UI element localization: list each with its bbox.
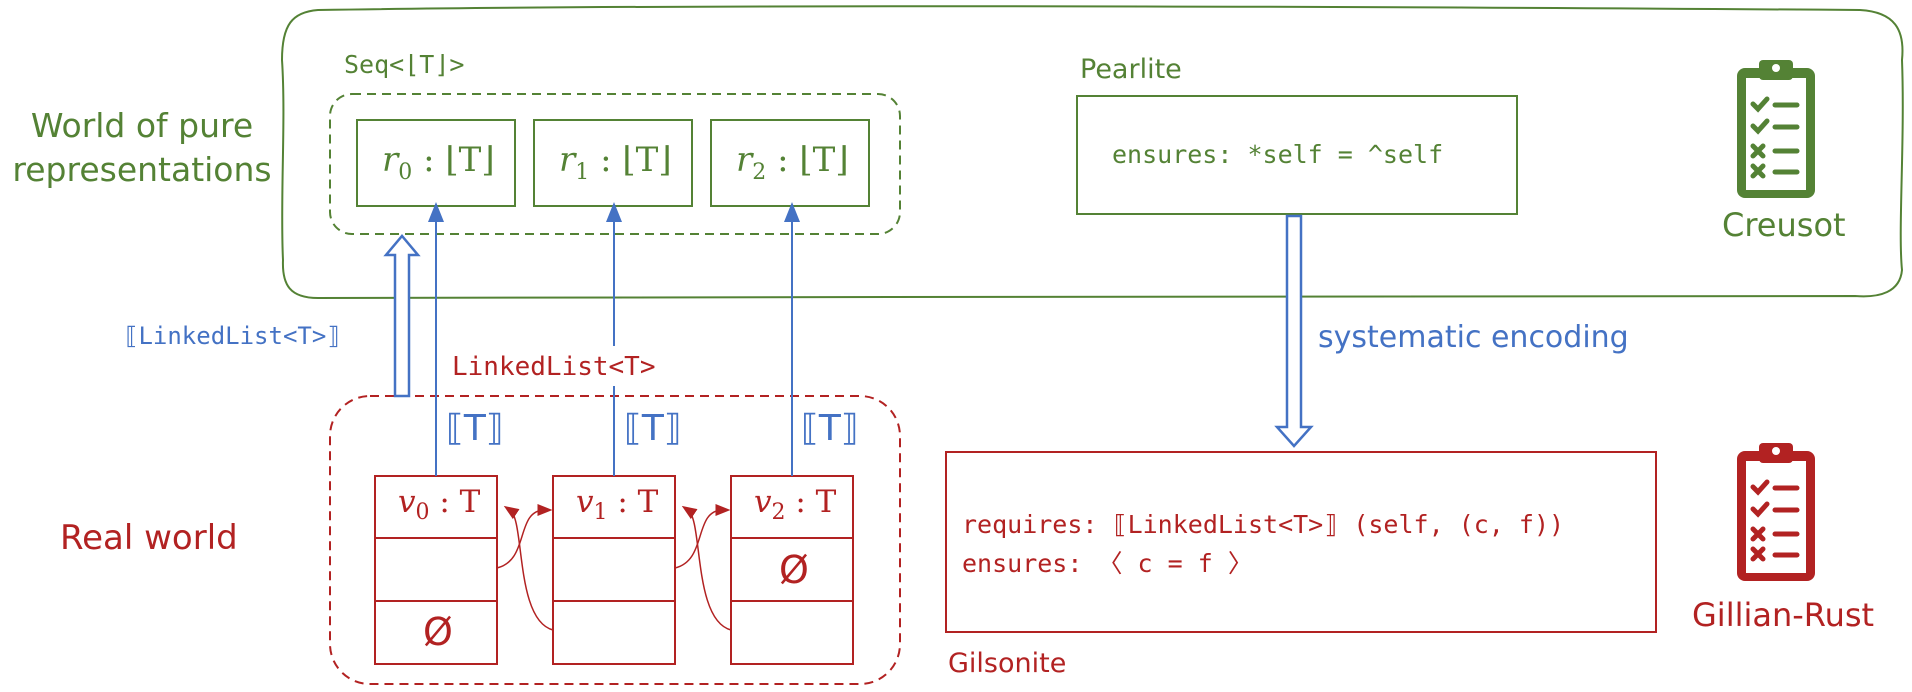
creusot-label: Creusot: [1722, 206, 1846, 244]
node-type: T: [637, 484, 659, 520]
pearlite-spec: ensures: *self = ^self: [1112, 140, 1444, 169]
rep-type: ⌊T⌋: [799, 140, 849, 180]
node-index: 2: [771, 500, 786, 526]
value-to-rep-arrows: [428, 202, 800, 476]
rep-index: 0: [398, 159, 413, 185]
clipboard-checklist-icon: [1737, 60, 1815, 198]
node-type: T: [459, 484, 481, 520]
rep-index: 2: [752, 159, 767, 185]
linkedlist-interp-label: ⟦LinkedList<T>⟧: [124, 322, 341, 350]
interp-label-0: ⟦T⟧: [446, 408, 504, 449]
interp-label-2: ⟦T⟧: [801, 408, 859, 449]
seq-label: Seq<⌊T⌋>: [344, 50, 465, 79]
rep-label-0: r0 : ⌊T⌋: [382, 140, 495, 185]
rep-name: r: [382, 140, 399, 180]
pure-world-label-line1: World of pure: [30, 106, 254, 145]
node-2-null-mid: Ø: [779, 548, 809, 592]
encoding-label: systematic encoding: [1318, 320, 1629, 355]
gilsonite-requires: requires: ⟦LinkedList<T>⟧ (self, (c, f)): [962, 510, 1565, 539]
linkedlist-label: LinkedList<T>: [452, 352, 656, 382]
node-label-2: v2 : T: [754, 484, 837, 526]
gilsonite-label: Gilsonite: [948, 648, 1067, 679]
clipboard-checklist-icon: [1737, 443, 1815, 581]
node-name: v: [754, 484, 772, 520]
node-name: v: [576, 484, 594, 520]
rep-label-2: r2 : ⌊T⌋: [736, 140, 849, 185]
pure-world-label: World of pure representations: [8, 104, 276, 192]
node-0-null-tail: Ø: [423, 610, 453, 654]
rep-label-1: r1 : ⌊T⌋: [559, 140, 672, 185]
gillian-rust-label: Gillian-Rust: [1692, 596, 1875, 634]
linkedlist-interp-arrow: [383, 234, 421, 398]
interp-label-1: ⟦T⟧: [624, 408, 682, 449]
node-name: v: [398, 484, 416, 520]
node-index: 1: [593, 500, 608, 526]
node-index: 0: [415, 500, 430, 526]
node-label-1: v1 : T: [576, 484, 659, 526]
pure-world-label-line2: representations: [12, 150, 272, 189]
pure-world-container: [280, 5, 1904, 300]
real-world-label: Real world: [60, 518, 238, 558]
rep-type: ⌊T⌋: [622, 140, 672, 180]
gilsonite-box: [945, 451, 1657, 633]
rep-name: r: [559, 140, 576, 180]
node-label-0: v0 : T: [398, 484, 481, 526]
pearlite-box: [1076, 95, 1518, 215]
node-links: [496, 504, 732, 631]
encoding-arrow: [1274, 214, 1314, 448]
rep-index: 1: [575, 159, 590, 185]
pearlite-label: Pearlite: [1080, 54, 1182, 85]
gilsonite-ensures: ensures: 〈 c = f 〉: [962, 549, 1253, 578]
rep-type: ⌊T⌋: [445, 140, 495, 180]
node-type: T: [815, 484, 837, 520]
rep-name: r: [736, 140, 753, 180]
